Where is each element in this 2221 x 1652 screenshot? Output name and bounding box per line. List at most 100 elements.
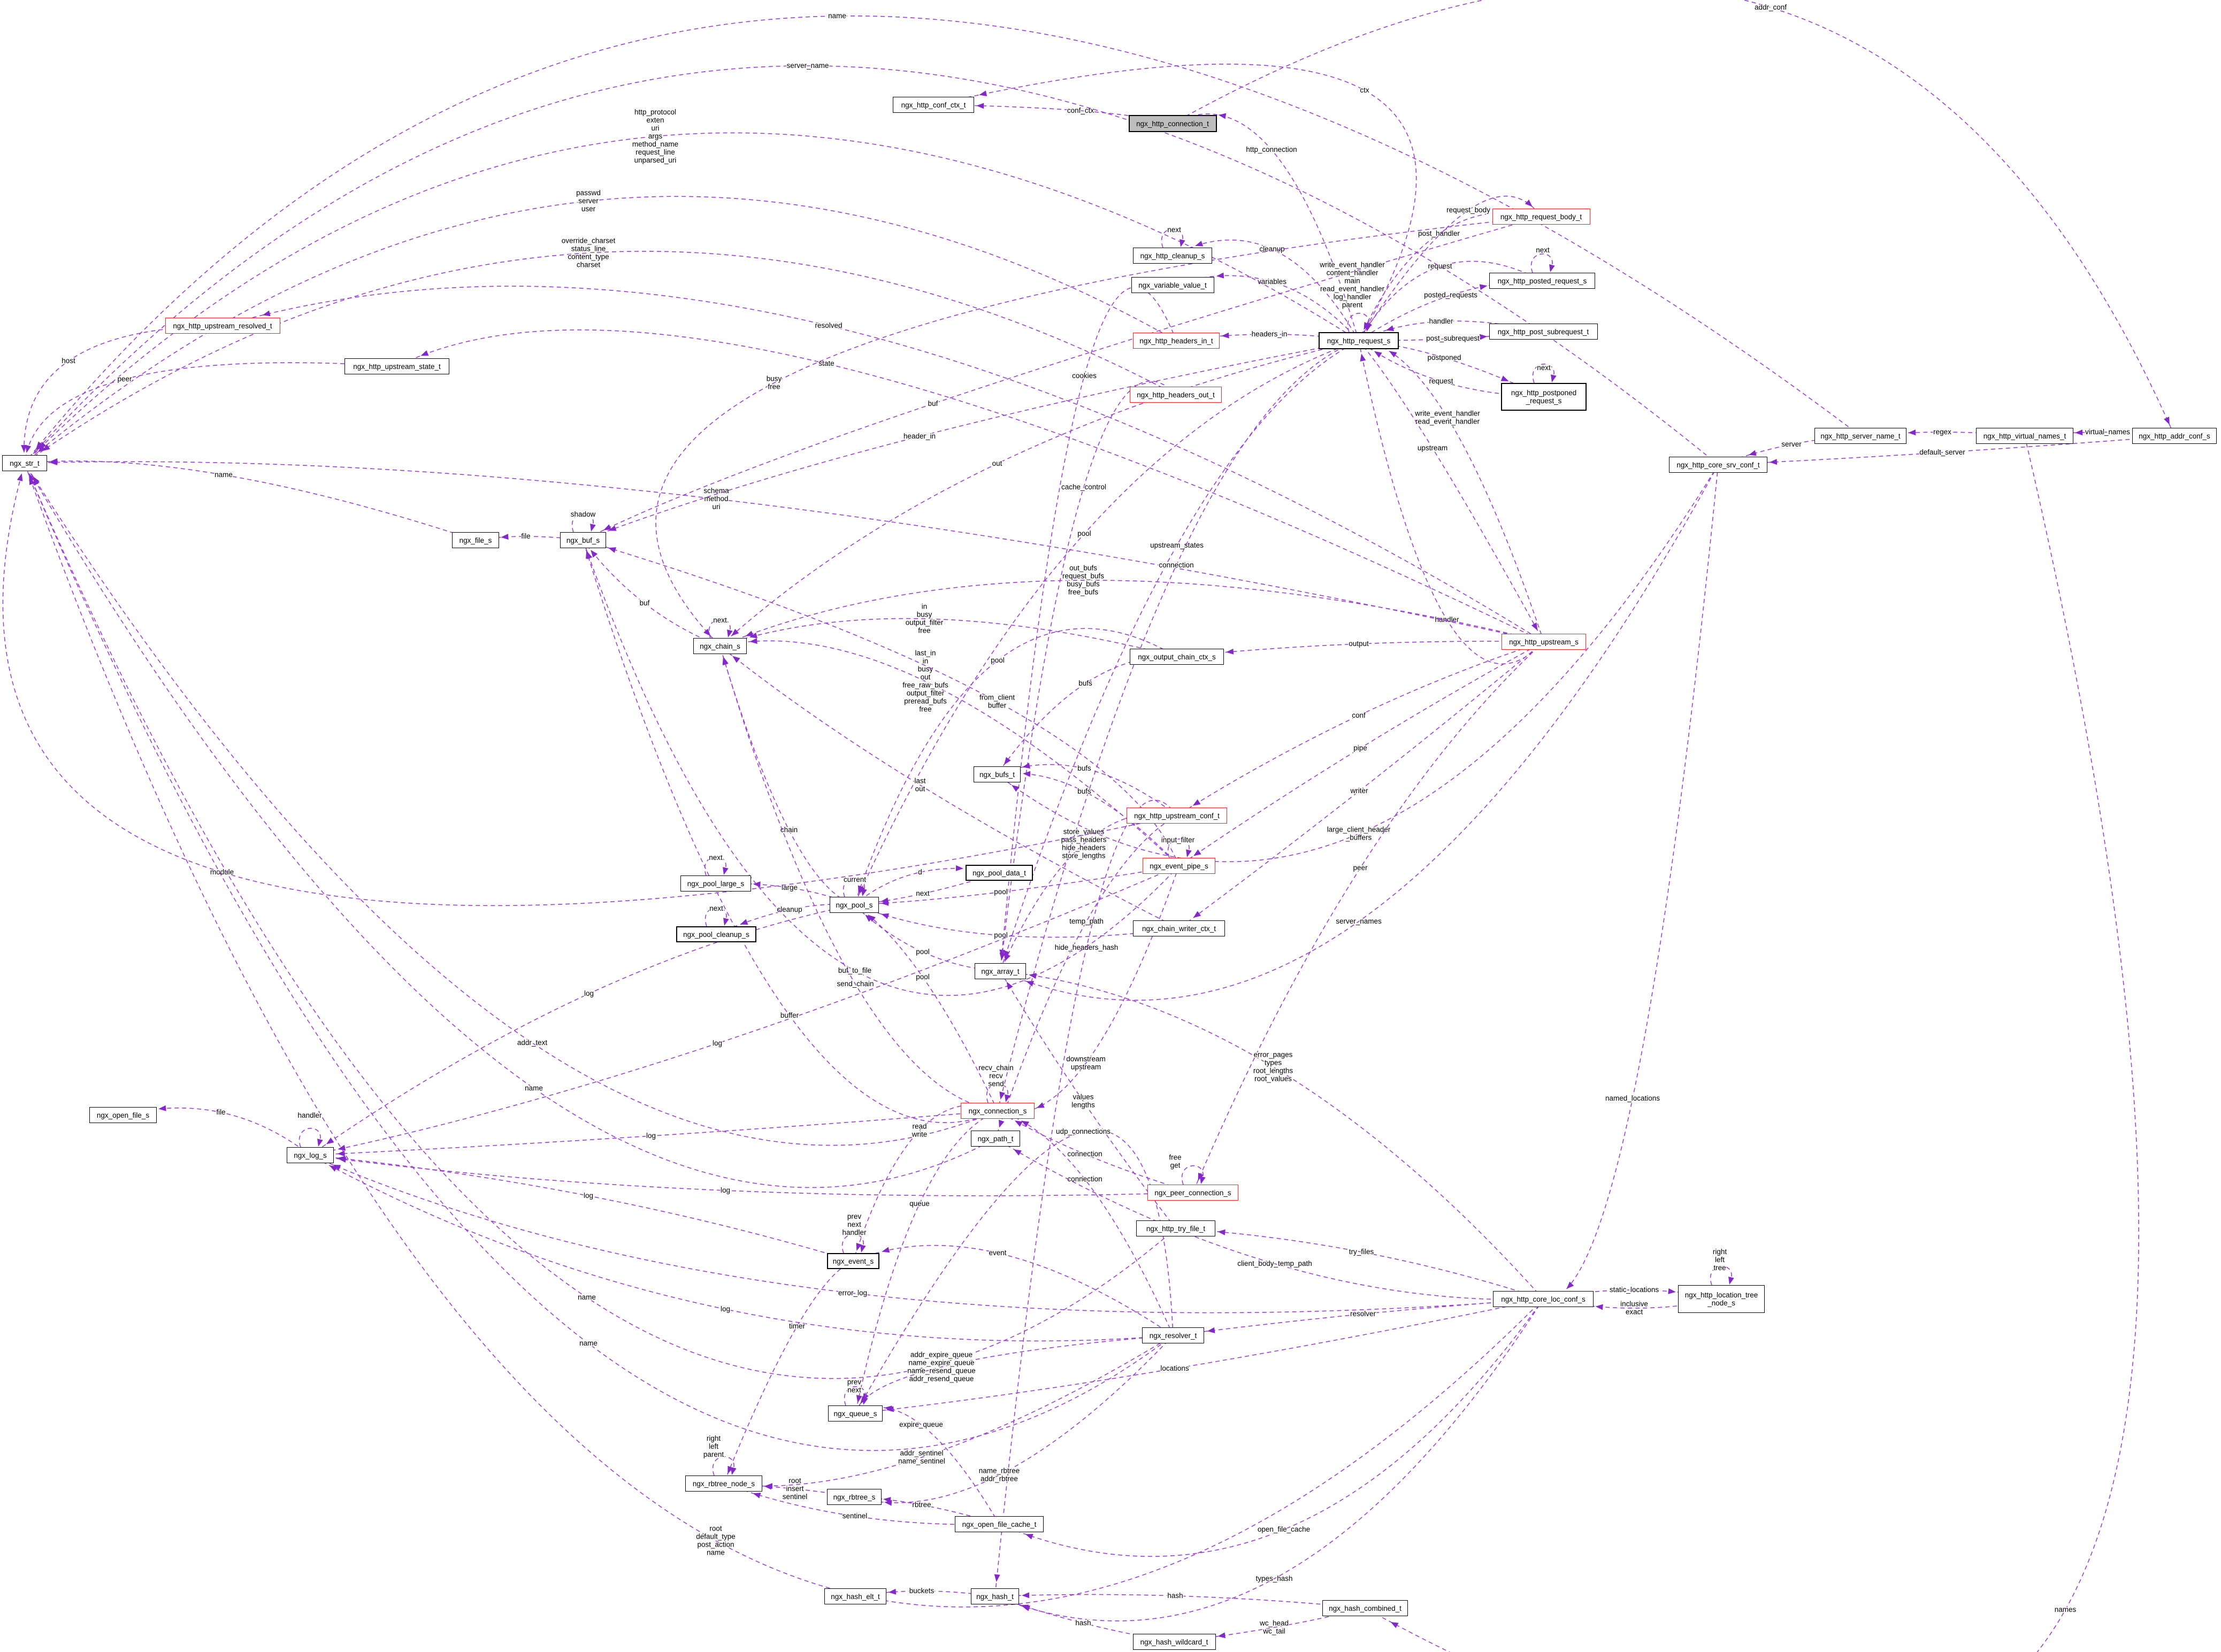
edge-label-state: state [818, 359, 834, 367]
edge-request-postponed-postponed-arrowhead [1500, 375, 1509, 381]
edge-log-open_file-file [122, 1108, 311, 1156]
node-ngx_http_location_tree_node_s[interactable]: ngx_http_location_tree _node_s [1678, 1285, 1765, 1313]
node-ngx_http_request_body_t[interactable]: ngx_http_request_body_t [1492, 209, 1590, 225]
node-ngx_open_file_cache_t[interactable]: ngx_open_file_cache_t [955, 1516, 1044, 1532]
node-ngx_rbtree_node_s[interactable]: ngx_rbtree_node_s [685, 1476, 762, 1492]
edge-core_loc_conf-array-error_pages-arrowhead [1029, 973, 1037, 979]
edge-path-str-name [24, 463, 996, 1188]
node-ngx_hash_elt_t[interactable]: ngx_hash_elt_t [824, 1588, 886, 1604]
edge-queue-queue-prev-arrowhead [862, 1397, 868, 1405]
node-ngx_http_postponed_request_s[interactable]: ngx_http_postponed _request_s [1501, 383, 1587, 411]
edge-request-variable_value-variables [1172, 275, 1359, 341]
node-ngx_http_connection_t[interactable]: ngx_http_connection_t [1128, 115, 1217, 132]
node-ngx_http_headers_in_t[interactable]: ngx_http_headers_in_t [1133, 333, 1220, 349]
node-ngx_bufs_t[interactable]: ngx_bufs_t [974, 766, 1021, 782]
node-ngx_path_t[interactable]: ngx_path_t [971, 1131, 1020, 1147]
node-ngx_log_s[interactable]: ngx_log_s [287, 1147, 334, 1163]
edge-connection-chain-send_chain [719, 646, 998, 1111]
node-ngx_http_request_s[interactable]: ngx_http_request_s [1319, 332, 1399, 349]
node-ngx_http_core_srv_conf_t[interactable]: ngx_http_core_srv_conf_t [1669, 457, 1767, 473]
edge-upstream_conf-path-temp_path [995, 815, 1177, 1139]
node-ngx_http_conf_ctx_t[interactable]: ngx_http_conf_ctx_t [893, 97, 974, 113]
node-ngx_buf_s[interactable]: ngx_buf_s [560, 532, 606, 548]
node-ngx_hash_wildcard_t[interactable]: ngx_hash_wildcard_t [1132, 1634, 1216, 1650]
edge-request_body-buf-buf [583, 216, 1542, 541]
edge-core_srv_conf-str-server_name [24, 65, 1719, 465]
node-ngx_http_upstream_s[interactable]: ngx_http_upstream_s [1502, 634, 1586, 650]
node-ngx_file_s[interactable]: ngx_file_s [452, 532, 499, 548]
node-ngx_connection_s[interactable]: ngx_connection_s [961, 1103, 1035, 1119]
node-ngx_http_server_name_t[interactable]: ngx_http_server_name_t [1814, 428, 1906, 444]
edge-core_loc_conf-resolver-resolver-arrowhead [1207, 1327, 1215, 1333]
edge-headers_in-str-passwd [24, 196, 1177, 464]
node-ngx_http_try_file_t[interactable]: ngx_http_try_file_t [1136, 1220, 1215, 1236]
edge-peer_connection-log-log [310, 1155, 1193, 1196]
node-ngx_queue_s[interactable]: ngx_queue_s [828, 1405, 883, 1422]
node-ngx_str_t[interactable]: ngx_str_t [2, 455, 47, 471]
node-ngx_http_addr_conf_s[interactable]: ngx_http_addr_conf_s [2132, 428, 2217, 444]
edge-label-connection: connection [1067, 1150, 1102, 1158]
edge-hash-hash_elt-buckets-arrowhead [888, 1588, 897, 1595]
node-ngx_array_t[interactable]: ngx_array_t [975, 963, 1026, 979]
node-ngx_http_virtual_names_t[interactable]: ngx_http_virtual_names_t [1976, 428, 2073, 444]
edge-label-resolver: resolver [1350, 1310, 1376, 1318]
node-ngx_hash_combined_t[interactable]: ngx_hash_combined_t [1322, 1600, 1408, 1616]
edge-label-request_body: request_body [1446, 206, 1490, 214]
node-ngx_output_chain_ctx_s[interactable]: ngx_output_chain_ctx_s [1130, 649, 1224, 665]
edge-label-pool: pool [994, 931, 1008, 939]
edge-label-posted_requests: posted_requests [1424, 291, 1477, 299]
node-ngx_pool_s[interactable]: ngx_pool_s [830, 897, 879, 913]
node-ngx_event_pipe_s[interactable]: ngx_event_pipe_s [1143, 858, 1215, 874]
edge-chain-buf-buf [583, 540, 721, 647]
node-ngx_pool_large_s[interactable]: ngx_pool_large_s [680, 875, 751, 892]
edge-core_loc_conf-open_file_cache-open_file_cache [999, 1298, 1544, 1557]
node-ngx_pool_cleanup_s[interactable]: ngx_pool_cleanup_s [676, 926, 756, 942]
node-ngx_http_core_loc_conf_s[interactable]: ngx_http_core_loc_conf_s [1493, 1291, 1594, 1307]
node-ngx_peer_connection_s[interactable]: ngx_peer_connection_s [1147, 1185, 1238, 1201]
node-ngx_pool_data_t[interactable]: ngx_pool_data_t [966, 865, 1033, 881]
node-ngx_hash_t[interactable]: ngx_hash_t [971, 1588, 1019, 1604]
edge-request-chain-out [719, 340, 1359, 647]
edge-resolver-log-log [310, 1155, 1174, 1342]
node-ngx_http_upstream_conf_t[interactable]: ngx_http_upstream_conf_t [1127, 808, 1227, 824]
node-ngx_rbtree_s[interactable]: ngx_rbtree_s [827, 1489, 882, 1505]
edge-event_pipe-bufs-bufs-arrowhead [1023, 771, 1031, 777]
edge-connection-buf-buffer-arrowhead [586, 550, 592, 559]
edge-label-file: file [216, 1108, 225, 1116]
node-ngx_open_file_s[interactable]: ngx_open_file_s [89, 1107, 157, 1123]
edge-event-log-log [310, 1155, 854, 1262]
node-ngx_resolver_t[interactable]: ngx_resolver_t [1142, 1327, 1204, 1343]
node-ngx_http_posted_request_s[interactable]: ngx_http_posted_request_s [1489, 273, 1595, 289]
edge-resolver-event-event [853, 1244, 1174, 1336]
edge-postponed-request-request-arrowhead [1374, 351, 1382, 358]
edge-output_chain-pool-pool-arrowhead [857, 885, 864, 894]
node-ngx_http_upstream_state_t[interactable]: ngx_http_upstream_state_t [344, 358, 449, 374]
edge-label-bufs: bufs [1077, 787, 1091, 795]
edge-output_chain-chain-in [719, 618, 1177, 657]
node-ngx_http_cleanup_s[interactable]: ngx_http_cleanup_s [1133, 248, 1212, 264]
edge-request-pool-pool [854, 340, 1359, 905]
node-ngx_http_upstream_resolved_t[interactable]: ngx_http_upstream_resolved_t [165, 318, 280, 334]
edge-label-output: output [1349, 640, 1369, 648]
edge-label-name: name [578, 1293, 596, 1301]
node-ngx_http_post_subrequest_t[interactable]: ngx_http_post_subrequest_t [1489, 324, 1598, 340]
edge-label-server: server [1781, 440, 1802, 448]
node-ngx_variable_value_t[interactable]: ngx_variable_value_t [1131, 277, 1214, 293]
edge-label-next: next [1167, 226, 1181, 234]
edge-label-next: next [709, 904, 723, 912]
edge-label-cache_control: cache_control [1061, 483, 1106, 491]
node-ngx_http_headers_out_t[interactable]: ngx_http_headers_out_t [1130, 387, 1222, 403]
node-ngx_chain_writer_ctx_t[interactable]: ngx_chain_writer_ctx_t [1133, 920, 1225, 936]
edge-http_connection-addr_conf-addr_conf-arrowhead [2164, 417, 2170, 425]
node-ngx_chain_s[interactable]: ngx_chain_s [693, 638, 747, 654]
edge-resolver-queue-addr_expire_queue [855, 1335, 1174, 1414]
node-ngx_event_s[interactable]: ngx_event_s [827, 1253, 879, 1269]
edge-label-log: log [584, 1192, 593, 1200]
edge-peer_connection-connection-connection-arrowhead [1014, 1120, 1023, 1127]
edge-label-log: log [646, 1132, 656, 1140]
